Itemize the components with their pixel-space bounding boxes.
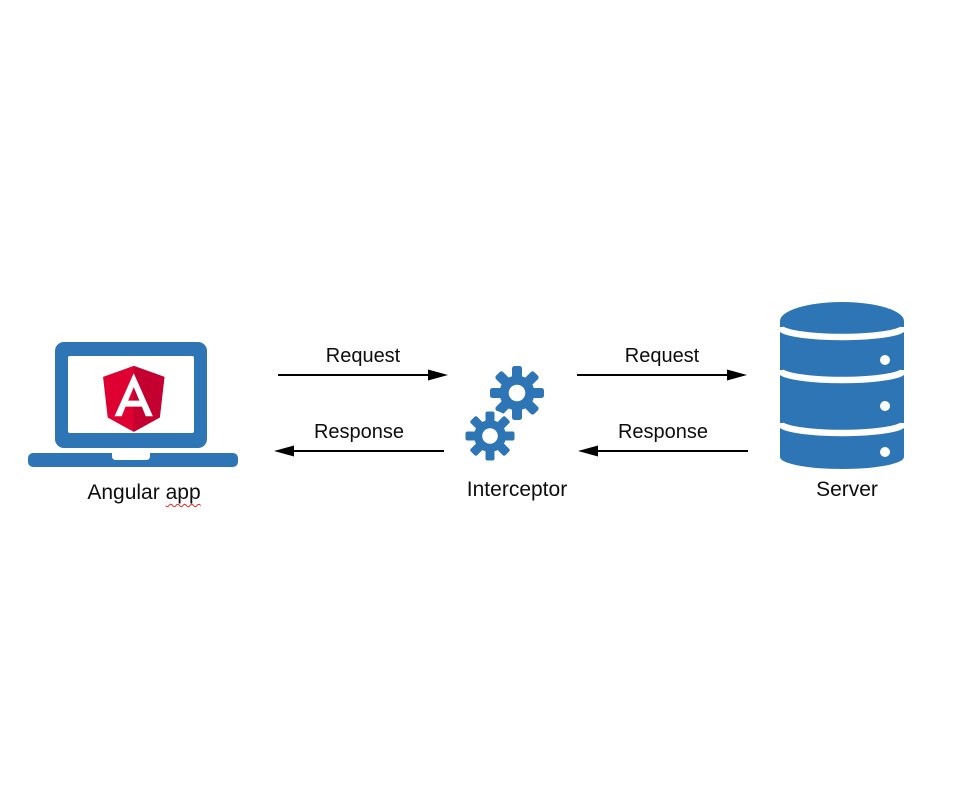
gears-icon: [464, 366, 544, 462]
right-arrow-icon: [577, 369, 747, 381]
angular-logo-icon: [103, 365, 165, 432]
interceptor-node-label: Interceptor: [466, 478, 568, 501]
client-label-word1: Angular: [87, 481, 160, 504]
laptop-icon: [28, 342, 238, 467]
interceptor-node: [455, 357, 565, 467]
response-arrow-interceptor-to-client: Response: [274, 420, 444, 457]
request-arrow-client-to-interceptor: Request: [278, 344, 448, 381]
client-label-word2-misspelled: app: [165, 481, 201, 504]
right-arrow-icon: [278, 369, 448, 381]
response-arrow-server-to-interceptor: Response: [578, 420, 748, 457]
request-arrow-interceptor-to-server: Request: [577, 344, 747, 381]
response-label: Response: [313, 421, 405, 443]
database-icon: [777, 302, 907, 469]
request-label: Request: [624, 345, 700, 367]
left-arrow-icon: [578, 445, 748, 457]
request-label: Request: [325, 345, 401, 367]
left-arrow-icon: [274, 445, 444, 457]
client-node: [28, 342, 238, 468]
server-node: [777, 300, 907, 480]
response-label: Response: [617, 421, 709, 443]
server-node-label: Server: [816, 478, 878, 501]
